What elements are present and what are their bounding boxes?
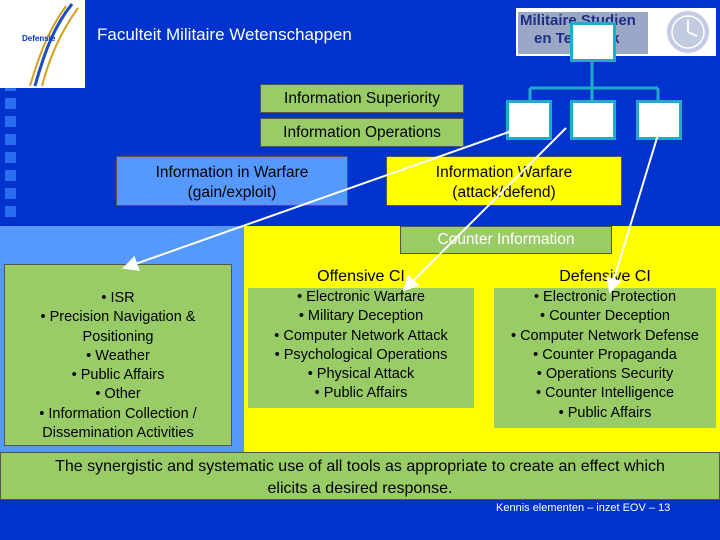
list-item: • Electronic Warfare <box>297 289 425 305</box>
information-in-warfare-list: • ISR • Precision Navigation & Positioni… <box>4 264 232 446</box>
list-item: • Counter Deception <box>539 308 670 325</box>
org-chart-lines <box>528 62 660 102</box>
list-item: • Weather <box>86 347 150 364</box>
page-title: Faculteit Militaire Wetenschappen <box>88 18 406 50</box>
decor-square <box>5 116 16 127</box>
footer-separator: – <box>648 502 655 514</box>
logo-text: Defensie <box>22 34 56 43</box>
decor-square <box>5 206 16 217</box>
list-item: • Military Deception <box>298 308 424 325</box>
decor-square <box>5 98 16 109</box>
decor-square <box>5 134 16 145</box>
information-warfare-line2: (attack/defend) <box>452 184 556 201</box>
feather-icon <box>29 3 79 87</box>
org-node <box>506 100 552 140</box>
decor-square <box>5 188 16 199</box>
summary-line2: elicits a desired response. <box>267 480 453 497</box>
list-item: • Counter Intelligence <box>535 385 675 402</box>
list-item: • Physical Attack <box>307 366 415 383</box>
counter-information-box: Counter Information <box>400 226 612 254</box>
list-item: Positioning <box>82 328 154 345</box>
offensive-ci-list: • Electronic Warfare • Military Deceptio… <box>248 288 474 408</box>
page-number: 13 <box>658 502 671 514</box>
decor-square <box>5 170 16 181</box>
defensive-ci-title: Defensive CI <box>559 268 651 285</box>
list-item: • Public Affairs <box>71 367 165 384</box>
summary-line1: The synergistic and systematic use of al… <box>55 458 665 475</box>
information-superiority-box: Information Superiority <box>260 84 464 113</box>
footer-text: Kennis elementen – inzet EOV <box>496 502 646 514</box>
org-node <box>570 100 616 140</box>
information-in-warfare-line1: Information in Warfare <box>155 164 309 181</box>
arrow-to-defensive <box>606 127 661 294</box>
list-item: Dissemination Activities <box>42 425 194 442</box>
footer: Kennis elementen – inzet EOV – 13 <box>496 502 670 514</box>
list-item: • Computer Network Attack <box>274 327 448 344</box>
defensive-ci-list: • Electronic Protection • Counter Decept… <box>494 288 716 428</box>
summary-statement: The synergistic and systematic use of al… <box>0 452 720 500</box>
list-item: • Psychological Operations <box>274 346 448 363</box>
list-item: • Counter Propaganda <box>533 346 677 363</box>
list-item: • Precision Navigation & <box>40 309 196 326</box>
list-item: • ISR <box>101 290 135 306</box>
list-item: • Other <box>95 386 141 403</box>
information-warfare-box: Information Warfare (attack/defend) <box>386 156 622 206</box>
list-item: • Electronic Protection <box>533 289 677 305</box>
information-operations-box: Information Operations <box>260 118 464 147</box>
arrow-to-offensive <box>402 127 567 292</box>
offensive-ci-title: Offensive CI <box>317 268 405 285</box>
list-item: • Public Affairs <box>558 404 652 421</box>
arrow-to-in-warfare <box>122 127 521 271</box>
defensie-logo: Defensie <box>0 0 85 88</box>
information-in-warfare-line2: (gain/exploit) <box>187 184 277 201</box>
list-item: • Information Collection / <box>39 405 197 422</box>
decor-square <box>5 152 16 163</box>
clock-icon <box>665 9 711 55</box>
information-warfare-line1: Information Warfare <box>435 164 573 181</box>
information-in-warfare-box: Information in Warfare (gain/exploit) <box>116 156 348 206</box>
list-item: • Computer Network Defense <box>510 327 699 344</box>
list-item: • Operations Security <box>536 366 674 383</box>
org-node <box>570 22 616 62</box>
list-item: • Public Affairs <box>314 385 408 402</box>
